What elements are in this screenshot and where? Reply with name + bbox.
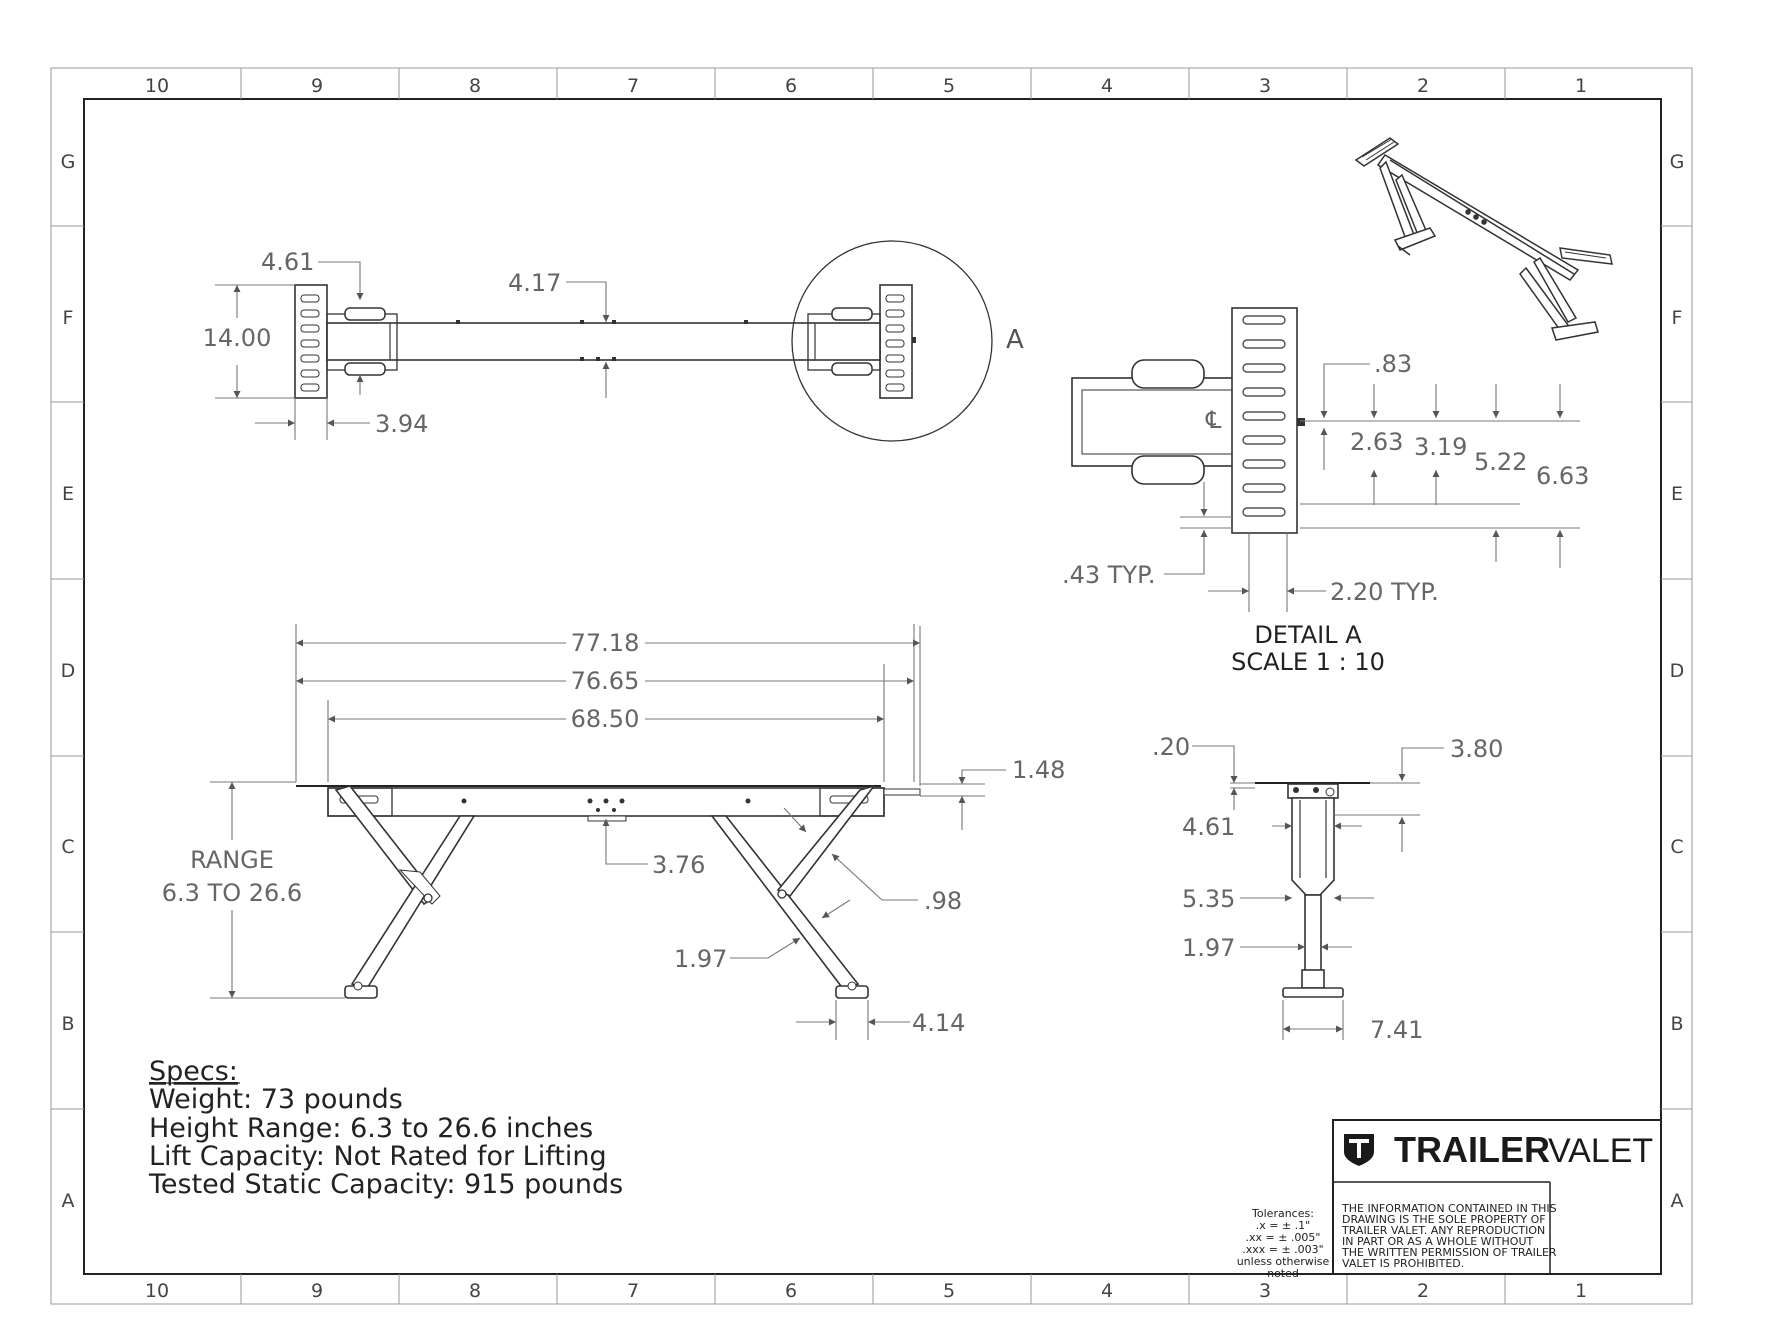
row-label-left: D bbox=[61, 660, 76, 682]
tolerance-line: .x = ± .1" bbox=[1256, 1219, 1310, 1232]
specs-heading: Specs: bbox=[149, 1056, 238, 1087]
brand-name-bold: TRAILER bbox=[1394, 1129, 1550, 1170]
detail-scale: SCALE 1 : 10 bbox=[1231, 648, 1385, 676]
row-label-left: C bbox=[61, 836, 74, 858]
col-label-top: 1 bbox=[1575, 75, 1587, 97]
row-label-right: B bbox=[1670, 1013, 1683, 1035]
notice-line: TRAILER VALET. ANY REPRODUCTION bbox=[1341, 1224, 1545, 1237]
centerline-symbol: ℄ bbox=[1205, 406, 1222, 434]
row-label-right: C bbox=[1670, 836, 1683, 858]
dim-3-19: 3.19 bbox=[1414, 433, 1467, 461]
tolerance-line: unless otherwise bbox=[1237, 1255, 1330, 1268]
dim-0-43-typ: .43 TYP. bbox=[1062, 561, 1155, 589]
col-label-bottom: 2 bbox=[1417, 1280, 1429, 1302]
dim-4-61: 4.61 bbox=[261, 248, 314, 276]
detail-a-view: ℄ .83 2.63 3.19 5.22 6.63 .43 TYP. bbox=[1062, 307, 1589, 676]
side-view: .20 3.80 4.61 5.35 1.97 7.41 bbox=[1152, 733, 1503, 1044]
tolerance-line: .xx = ± .005" bbox=[1246, 1231, 1321, 1244]
col-label-bottom: 1 bbox=[1575, 1280, 1587, 1302]
top-view: A 14.00 4.61 4.17 3.94 bbox=[203, 240, 1024, 442]
specs-line: Height Range: 6.3 to 26.6 inches bbox=[149, 1113, 593, 1144]
trailer-valet-logo-icon bbox=[1344, 1134, 1374, 1166]
col-label-bottom: 8 bbox=[469, 1280, 481, 1302]
dim-6-63: 6.63 bbox=[1536, 462, 1589, 490]
dim-0-20: .20 bbox=[1152, 733, 1190, 761]
dim-2-63: 2.63 bbox=[1350, 428, 1403, 456]
col-label-bottom: 5 bbox=[943, 1280, 955, 1302]
dim-4-61-side: 4.61 bbox=[1182, 813, 1235, 841]
tolerance-line: noted bbox=[1267, 1267, 1299, 1280]
tolerances-note: Tolerances: .x = ± .1" .xx = ± .005" .xx… bbox=[1237, 1207, 1330, 1280]
dim-5-35: 5.35 bbox=[1182, 885, 1235, 913]
row-label-left: G bbox=[61, 151, 76, 173]
detail-circle bbox=[791, 240, 993, 442]
dim-14-00: 14.00 bbox=[203, 324, 272, 352]
col-label-top: 8 bbox=[469, 75, 481, 97]
detail-title: DETAIL A bbox=[1254, 621, 1362, 649]
dim-5-22: 5.22 bbox=[1474, 448, 1527, 476]
dim-1-97-front: 1.97 bbox=[674, 945, 727, 973]
col-label-bottom: 10 bbox=[145, 1280, 169, 1302]
col-label-top: 6 bbox=[785, 75, 797, 97]
tolerance-line: .xxx = ± .003" bbox=[1242, 1243, 1324, 1256]
title-block: TRAILER VALET THE INFORMATION CONTAINED … bbox=[1332, 1119, 1662, 1275]
row-label-left: B bbox=[61, 1013, 74, 1035]
dim-3-94: 3.94 bbox=[375, 410, 428, 438]
col-label-bottom: 3 bbox=[1259, 1280, 1271, 1302]
sheet-border: 10 9 8 7 6 5 4 3 2 1 10 9 8 7 6 5 4 3 2 … bbox=[50, 67, 1693, 1305]
dim-1-97-side: 1.97 bbox=[1182, 934, 1235, 962]
range-value: 6.3 TO 26.6 bbox=[162, 879, 302, 907]
col-label-bottom: 6 bbox=[785, 1280, 797, 1302]
row-label-left: E bbox=[62, 483, 74, 505]
dim-7-41: 7.41 bbox=[1370, 1016, 1423, 1044]
main-beam bbox=[326, 322, 881, 361]
col-label-top: 7 bbox=[627, 75, 639, 97]
dim-4-14: 4.14 bbox=[912, 1009, 965, 1037]
isometric-view bbox=[1354, 137, 1613, 341]
notice-line: THE WRITTEN PERMISSION OF TRAILER bbox=[1341, 1246, 1557, 1259]
row-label-right: E bbox=[1671, 483, 1683, 505]
detail-callout-label: A bbox=[1006, 325, 1024, 355]
col-label-bottom: 7 bbox=[627, 1280, 639, 1302]
col-label-top: 10 bbox=[145, 75, 169, 97]
row-label-right: F bbox=[1672, 307, 1683, 329]
row-label-right: A bbox=[1671, 1190, 1684, 1212]
dim-68-50: 68.50 bbox=[571, 705, 640, 733]
dim-1-48: 1.48 bbox=[1012, 756, 1065, 784]
dim-0-98: .98 bbox=[924, 887, 962, 915]
brand-name-light: VALET bbox=[1548, 1132, 1653, 1170]
dim-76-65: 76.65 bbox=[571, 667, 640, 695]
col-label-top: 3 bbox=[1259, 75, 1271, 97]
notice-line: IN PART OR AS A WHOLE WITHOUT bbox=[1342, 1235, 1534, 1248]
dim-0-83: .83 bbox=[1374, 350, 1412, 378]
col-label-top: 5 bbox=[943, 75, 955, 97]
row-label-right: G bbox=[1670, 151, 1685, 173]
range-label: RANGE bbox=[190, 846, 274, 874]
specs-line: Lift Capacity: Not Rated for Lifting bbox=[149, 1141, 607, 1172]
col-label-top: 2 bbox=[1417, 75, 1429, 97]
dim-3-80: 3.80 bbox=[1450, 735, 1503, 763]
front-view: 77.18 76.65 68.50 1.48 3.76 .98 1.97 4.1… bbox=[162, 624, 1065, 1040]
dim-77-18: 77.18 bbox=[571, 629, 640, 657]
notice-line: DRAWING IS THE SOLE PROPERTY OF bbox=[1342, 1213, 1546, 1226]
dim-4-17: 4.17 bbox=[508, 269, 561, 297]
col-label-top: 4 bbox=[1101, 75, 1113, 97]
col-label-bottom: 4 bbox=[1101, 1280, 1113, 1302]
col-label-bottom: 9 bbox=[311, 1280, 323, 1302]
dim-2-20-typ: 2.20 TYP. bbox=[1330, 578, 1439, 606]
specs-line: Tested Static Capacity: 915 pounds bbox=[148, 1169, 623, 1200]
dim-3-76: 3.76 bbox=[652, 851, 705, 879]
notice-line: THE INFORMATION CONTAINED IN THIS bbox=[1341, 1202, 1557, 1215]
notice-line: VALET IS PROHIBITED. bbox=[1342, 1257, 1464, 1270]
col-label-top: 9 bbox=[311, 75, 323, 97]
row-label-left: A bbox=[62, 1190, 75, 1212]
row-label-left: F bbox=[63, 307, 74, 329]
tolerance-line: Tolerances: bbox=[1251, 1207, 1314, 1220]
specs-line: Weight: 73 pounds bbox=[149, 1084, 403, 1115]
specs-block: Specs: Weight: 73 pounds Height Range: 6… bbox=[148, 1056, 623, 1200]
row-label-right: D bbox=[1670, 660, 1685, 682]
